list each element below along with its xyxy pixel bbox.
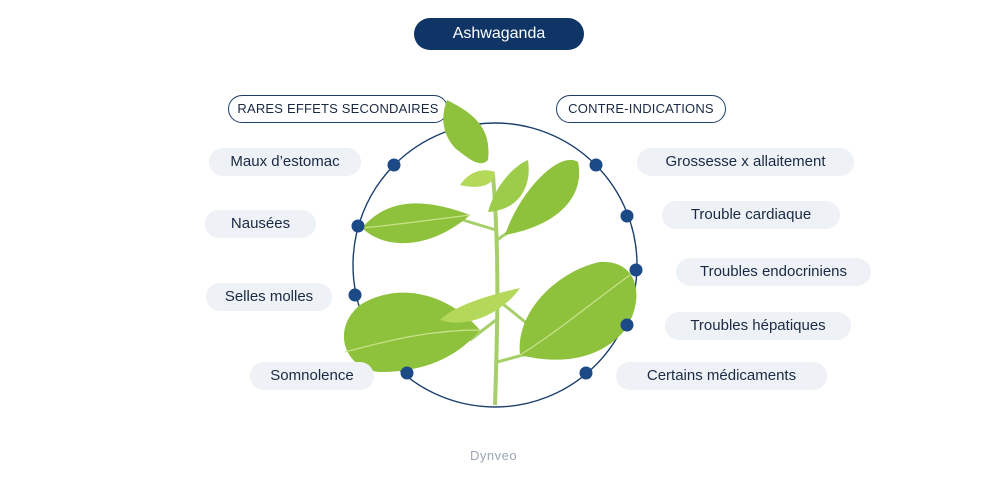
plant-leaves [343,100,637,372]
title-badge: Ashwaganda [414,18,584,50]
contraindication-dot [620,209,634,223]
contraindications-header: CONTRE-INDICATIONS [556,95,726,123]
contraindication-dot [620,318,634,332]
contraindication-item: Troubles endocriniens [676,258,871,286]
side-effect-dot [348,288,362,302]
side-effects-header: RARES EFFETS SECONDAIRES [228,95,448,123]
contraindication-item: Certains médicaments [616,362,827,390]
side-effect-item: Somnolence [250,362,374,390]
side-effect-item: Nausées [205,210,316,238]
contraindication-dot [589,158,603,172]
contraindication-item: Trouble cardiaque [662,201,840,229]
side-effect-dot [400,366,414,380]
contraindication-dot [579,366,593,380]
contraindication-item: Grossesse x allaitement [637,148,854,176]
contraindication-item: Troubles hépatiques [665,312,851,340]
side-effect-dot [351,219,365,233]
contraindication-dot [629,263,643,277]
side-effect-item: Selles molles [206,283,332,311]
side-effect-item: Maux d’estomac [209,148,361,176]
brand-watermark: Dynveo [470,448,518,463]
side-effect-dot [387,158,401,172]
